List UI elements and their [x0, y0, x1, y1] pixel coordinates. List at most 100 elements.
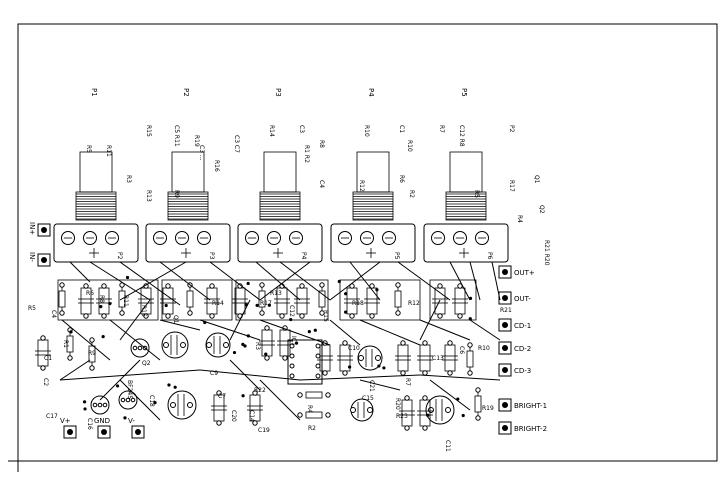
- part-designator: R10: [478, 345, 490, 352]
- electrolytic-capacitor: [161, 331, 189, 359]
- terminal-label: CD-2: [514, 345, 531, 353]
- rotated-label: R10: [406, 140, 413, 152]
- part-designator: R6: [86, 290, 94, 297]
- terminal-hole: [502, 402, 508, 408]
- component-lower-20: [417, 395, 433, 431]
- terminal-1: IN-: [28, 252, 51, 267]
- trace: [419, 319, 471, 341]
- part-designator: R19: [482, 405, 494, 412]
- part-designator: C7: [218, 393, 226, 400]
- terminal-hole: [135, 429, 141, 435]
- pad: [259, 310, 265, 316]
- junction: [153, 401, 157, 405]
- pad: [282, 355, 288, 361]
- group-frame: [429, 279, 477, 321]
- ic-pin: [315, 373, 321, 379]
- capacitor-body: [454, 287, 466, 315]
- part-designator: C1: [44, 355, 52, 362]
- terminal-label: BRIGHT-2: [514, 425, 547, 433]
- terminal-7: BRIGHT-1: [498, 398, 547, 412]
- junction: [203, 320, 207, 325]
- trace: [259, 319, 331, 346]
- component-row1-1: [78, 283, 94, 319]
- capacitor-body: [37, 339, 49, 367]
- terminal-hole: [67, 429, 73, 435]
- trace: [329, 261, 381, 301]
- pot-bushing: [352, 191, 394, 221]
- pot-body: [53, 223, 139, 263]
- pad: [299, 283, 305, 289]
- pad: [475, 415, 481, 421]
- trace: [279, 261, 331, 301]
- component-row1-6: [186, 282, 194, 316]
- rotated-label: R21 R20: [543, 240, 550, 266]
- component-lower-11: [297, 411, 331, 419]
- part-designator: C17: [46, 413, 58, 420]
- part-designator: C10: [348, 345, 360, 352]
- pad: [422, 425, 428, 431]
- junction: [348, 365, 352, 369]
- trace: [199, 369, 301, 381]
- resistor-body: [474, 395, 482, 413]
- part-designator: R3: [254, 342, 261, 350]
- terminal-pad: [498, 291, 512, 305]
- part-designator: C14: [248, 410, 255, 422]
- component-lower-10: [297, 391, 331, 399]
- ic-pin: [289, 343, 295, 349]
- trace: [359, 379, 401, 391]
- group-frame: [161, 279, 233, 321]
- pad: [92, 402, 98, 408]
- pad: [369, 283, 375, 289]
- trace: [199, 319, 261, 341]
- terminal-hole: [101, 429, 107, 435]
- junction: [101, 335, 105, 339]
- component-row1-17: [452, 283, 468, 319]
- pot-label: P4: [367, 88, 375, 97]
- component-lower-21: [474, 387, 482, 421]
- terminal-pad: [37, 253, 51, 267]
- pad: [252, 390, 258, 396]
- pad: [358, 355, 364, 361]
- pot-label: P2: [182, 88, 190, 97]
- component-row1-0: [58, 282, 66, 316]
- pad: [322, 370, 328, 376]
- terminal-hole: [502, 345, 508, 351]
- trace: [255, 261, 301, 301]
- rotated-label: R17: [508, 180, 515, 192]
- trace: [89, 261, 151, 301]
- junction: [167, 383, 171, 387]
- pad: [457, 313, 463, 319]
- part-designator: R16: [140, 305, 147, 317]
- pad: [422, 370, 428, 376]
- component-lower-23: [90, 395, 110, 415]
- component-lower-24: [247, 390, 263, 426]
- resistor-body: [305, 391, 323, 399]
- junction: [289, 317, 293, 322]
- pot-mount-label: P4: [300, 252, 307, 260]
- terminal-9: V+: [60, 417, 77, 439]
- pad: [445, 407, 451, 413]
- pad: [349, 313, 355, 319]
- rotated-label: R8: [318, 140, 325, 148]
- part-designator: C21: [368, 380, 375, 392]
- terminal-label: V-: [128, 417, 135, 425]
- rotated-label: C12 R8: [458, 125, 465, 147]
- sheet-border: [17, 23, 718, 462]
- component-lower-22: [118, 390, 138, 410]
- component-lower-6: [167, 390, 197, 420]
- terminal-pad: [37, 223, 51, 237]
- pad: [89, 337, 95, 343]
- ic-body: [287, 339, 323, 385]
- part-designator: R8: [98, 295, 105, 303]
- pad: [404, 395, 410, 401]
- junction: [241, 342, 245, 346]
- rotated-label: R16: [213, 160, 220, 172]
- part-designator: C4: [50, 310, 57, 318]
- pad: [437, 313, 443, 319]
- part-designator: R9: [88, 350, 96, 357]
- pad: [350, 407, 356, 413]
